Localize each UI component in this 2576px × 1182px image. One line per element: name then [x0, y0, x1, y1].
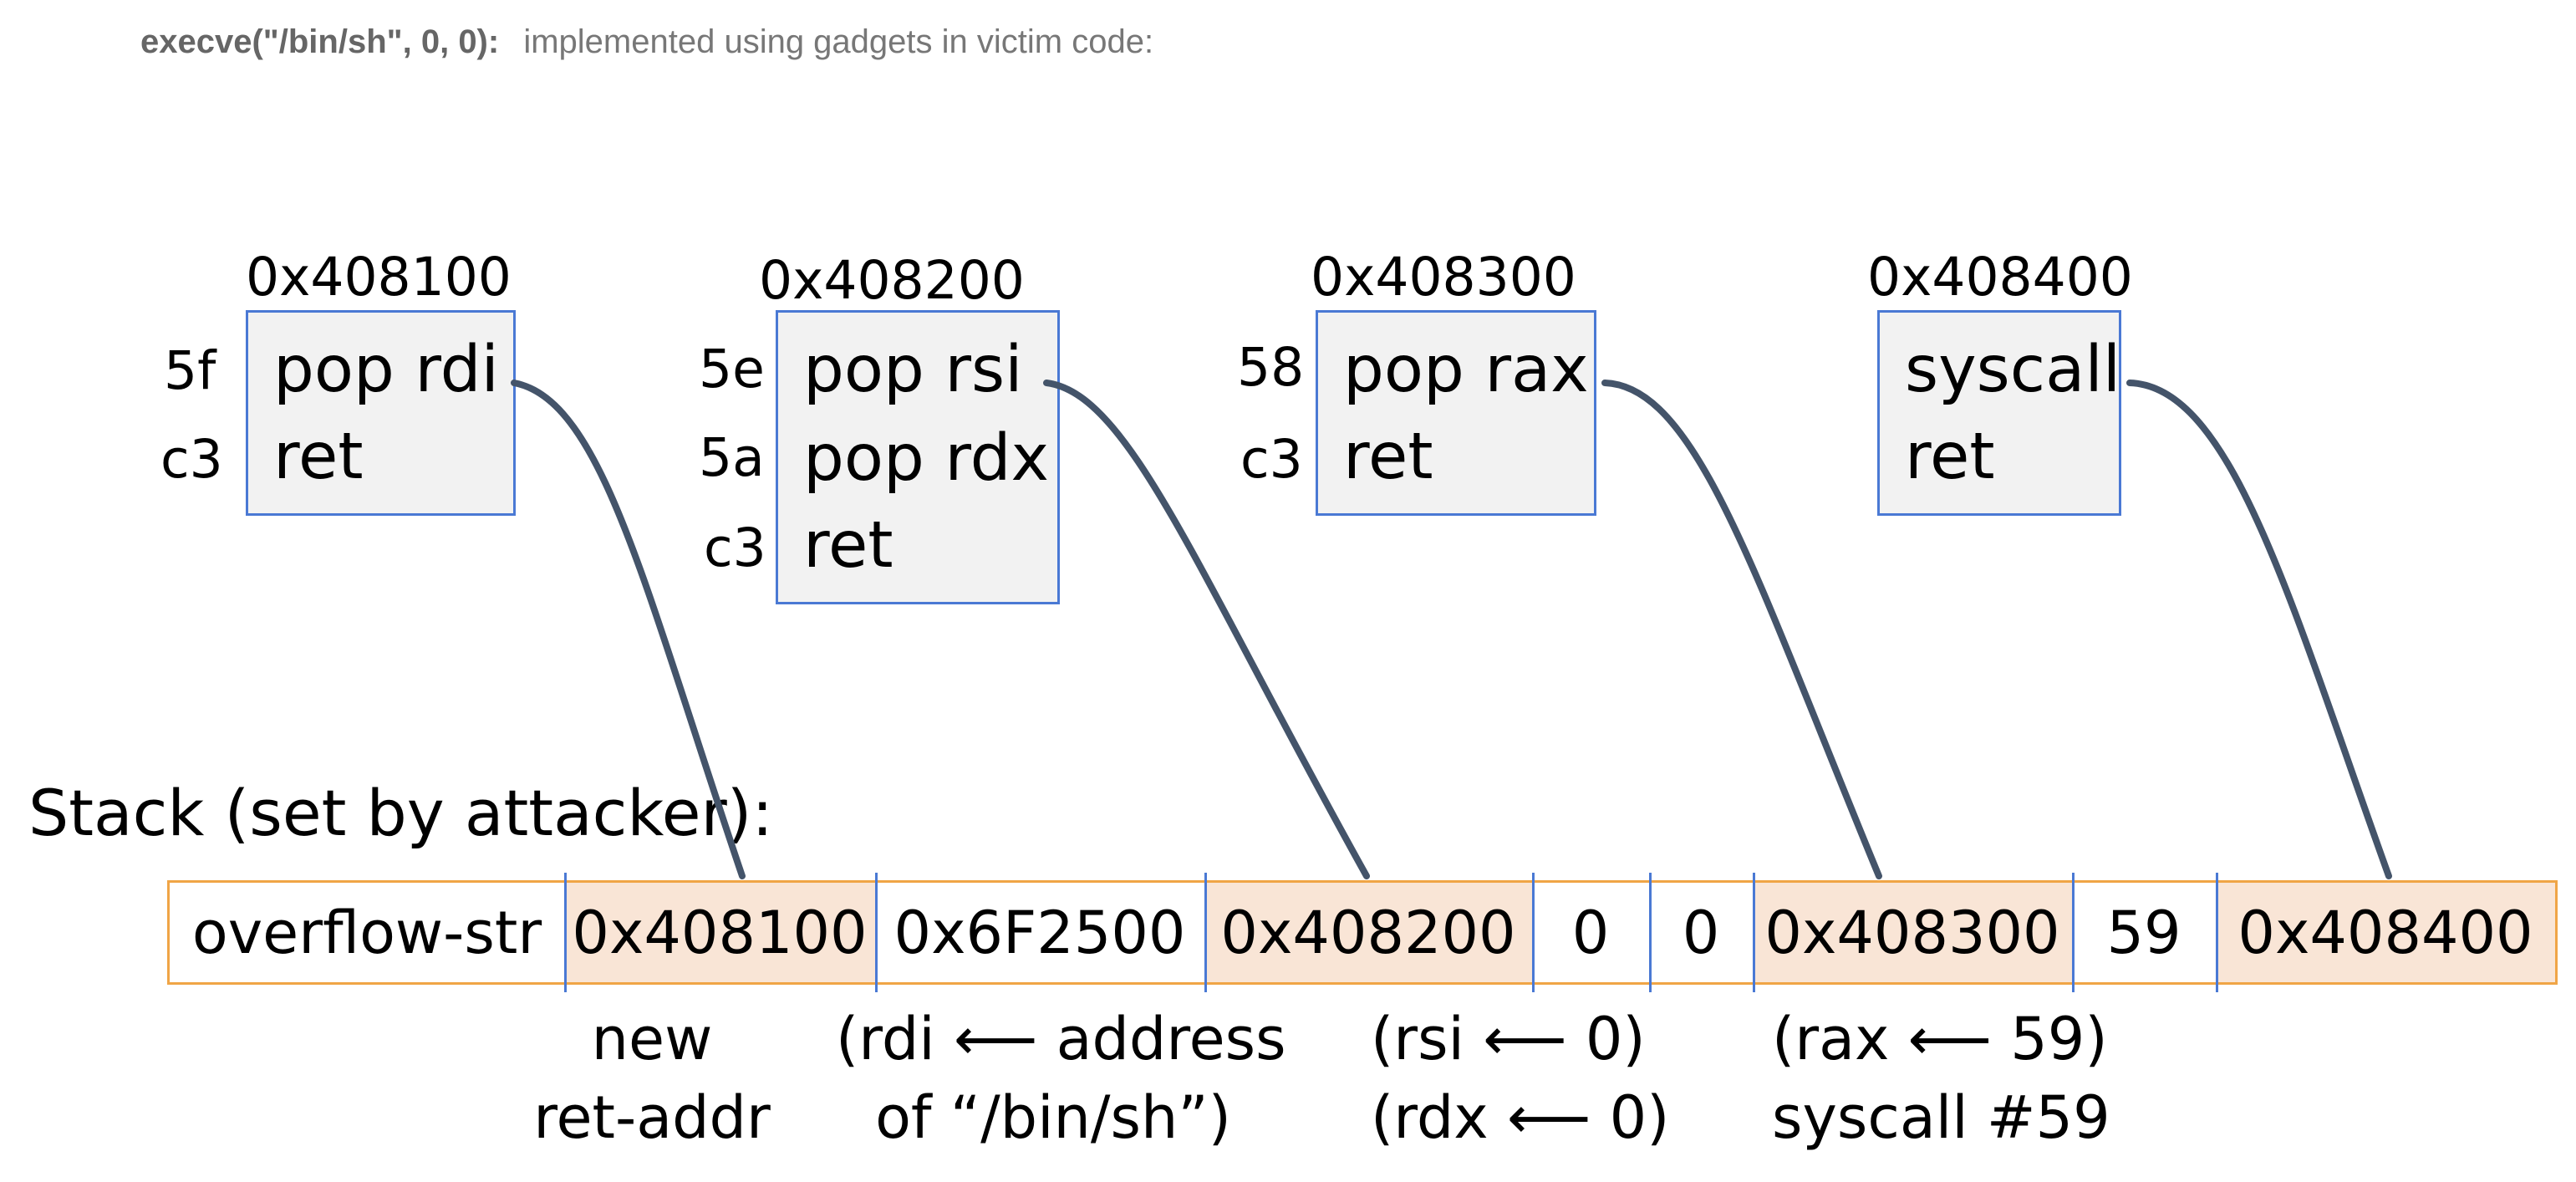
- stack-separator: [2072, 873, 2075, 992]
- gadget-4-instruction-2: ret: [1905, 420, 1995, 494]
- gadget-3-box: pop rax ret: [1316, 310, 1596, 516]
- header: execve("/bin/sh", 0, 0): implemented usi…: [140, 23, 1153, 61]
- gadget-4-address: 0x408400: [1867, 247, 2133, 308]
- gadget-1-instruction-2: ret: [273, 420, 364, 494]
- annotation-rdi-line-2: of “/bin/sh”): [875, 1083, 1231, 1152]
- stack-cell-binsh-address: 0x6F2500: [893, 898, 1186, 967]
- gadget-2-instruction-3: ret: [803, 508, 893, 583]
- annotation-rdx-line: (rdx ⟵ 0): [1371, 1083, 1670, 1152]
- gadget-4-box: syscall ret: [1877, 310, 2121, 516]
- stack-cell-ret-addr-4: 0x408400: [2216, 883, 2555, 982]
- annotation-rax-line-1: (rax ⟵ 59): [1772, 1005, 2108, 1073]
- stack-cell-ret-addr-2: 0x408200: [1204, 883, 1532, 982]
- gadget-1-box: pop rdi ret: [246, 310, 516, 516]
- header-title: execve("/bin/sh", 0, 0):: [140, 23, 500, 60]
- annotation-rdi-line-1: (rdi ⟵ address: [836, 1005, 1286, 1073]
- annotation-rdi: (rdi ⟵ address of “/bin/sh”): [836, 1000, 1286, 1157]
- stack-separator: [1204, 873, 1207, 992]
- annotation-rax-line-2: syscall #59: [1772, 1083, 2110, 1152]
- stack-separator: [1649, 873, 1652, 992]
- link-stack-to-gadget-3: [1601, 380, 1882, 879]
- stack-cell-rsi-value: 0: [1571, 898, 1610, 967]
- annotation-rsi-line: (rsi ⟵ 0): [1371, 1005, 1646, 1073]
- gadget-2-instruction-2: pop rdx: [803, 421, 1050, 496]
- gadget-2-instruction-1: pop rsi: [803, 333, 1023, 407]
- stack-cell-ret-addr-1: 0x408100: [564, 883, 875, 982]
- stack-row: overflow-str 0x408100 0x6F2500 0x408200 …: [167, 873, 2558, 992]
- stack-separator: [1753, 873, 1755, 992]
- stack-separator: [564, 873, 567, 992]
- stack-separator: [2216, 873, 2218, 992]
- gadget-1-byte-2: c3: [160, 429, 223, 490]
- stack-separator: [875, 873, 878, 992]
- annotation-ret-addr: new ret-addr: [518, 1000, 786, 1157]
- annotation-ret-addr-line-1: new: [591, 1005, 713, 1073]
- annotation-rax: (rax ⟵ 59) syscall #59: [1772, 1000, 2110, 1157]
- gadget-1-byte-1: 5f: [164, 340, 216, 401]
- gadget-1-address: 0x408100: [246, 247, 512, 308]
- gadget-2-address: 0x408200: [759, 250, 1025, 311]
- annotation-ret-addr-line-2: ret-addr: [533, 1083, 771, 1152]
- gadget-3-instruction-2: ret: [1343, 420, 1433, 494]
- gadget-2-byte-3: c3: [704, 517, 766, 578]
- gadget-3-byte-1: 58: [1237, 337, 1305, 398]
- gadget-3-address: 0x408300: [1311, 247, 1576, 308]
- gadget-1-instruction-1: pop rdi: [273, 333, 499, 407]
- stack-cell-rax-value: 59: [2106, 898, 2181, 967]
- stack-cell-overflow-str: overflow-str: [191, 898, 542, 967]
- header-subtitle: implemented using gadgets in victim code…: [523, 23, 1154, 60]
- stack-cell-rdx-value: 0: [1682, 898, 1720, 967]
- link-stack-to-gadget-2: [1043, 380, 1370, 879]
- gadget-2-byte-2: 5a: [699, 427, 765, 488]
- stack-cell-ret-addr-3: 0x408300: [1753, 883, 2072, 982]
- gadget-4-instruction-1: syscall: [1905, 333, 2121, 407]
- annotation-rsi-rdx: (rsi ⟵ 0) (rdx ⟵ 0): [1371, 1000, 1670, 1157]
- gadget-3-byte-2: c3: [1240, 429, 1303, 490]
- gadget-2-box: pop rsi pop rdx ret: [776, 310, 1060, 604]
- stack-label: Stack (set by attacker):: [28, 776, 773, 850]
- link-stack-to-gadget-4: [2126, 380, 2392, 879]
- link-stack-to-gadget-1: [511, 380, 746, 879]
- stack-separator: [1532, 873, 1535, 992]
- gadget-2-byte-1: 5e: [699, 339, 765, 400]
- gadget-3-instruction-1: pop rax: [1343, 333, 1589, 407]
